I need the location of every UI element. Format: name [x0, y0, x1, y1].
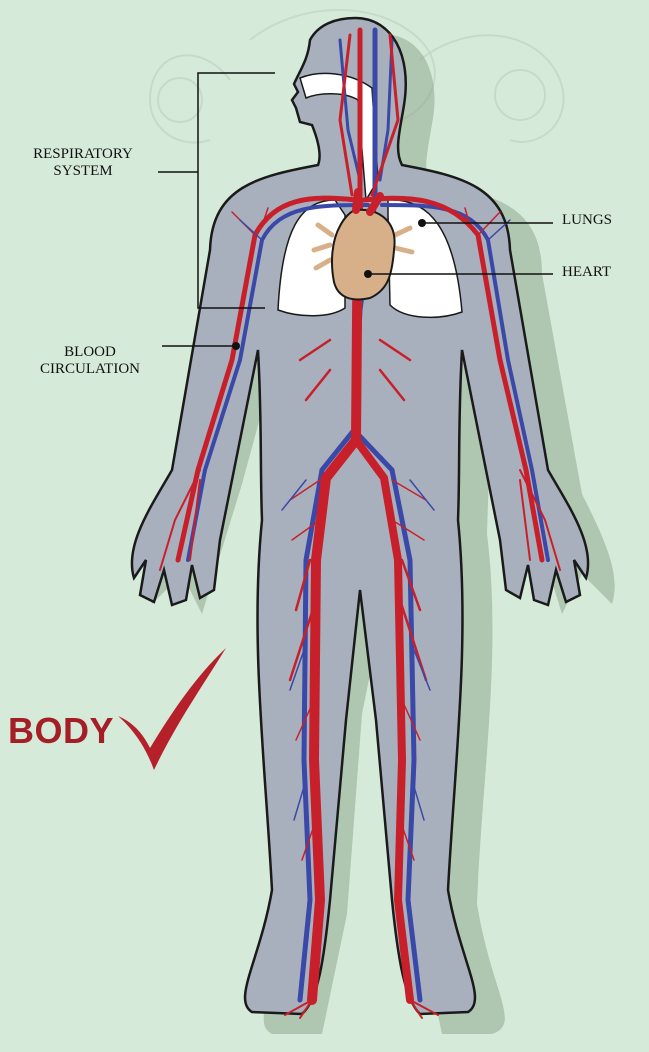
blood-label-line2: CIRCULATION — [20, 361, 160, 378]
lungs-label: LUNGS — [562, 212, 612, 229]
body-watermark: BODY — [8, 710, 114, 752]
checkmark-icon — [118, 648, 226, 770]
blood-circulation-label: BLOOD CIRCULATION — [20, 344, 160, 378]
heart-dot — [364, 270, 372, 278]
respiratory-label-line2: SYSTEM — [8, 163, 158, 180]
respiratory-system-label: RESPIRATORY SYSTEM — [8, 146, 158, 180]
lungs-dot — [418, 219, 426, 227]
heart-label: HEART — [562, 264, 611, 281]
blood-dot — [232, 342, 240, 350]
blood-label-line1: BLOOD — [20, 344, 160, 361]
respiratory-label-line1: RESPIRATORY — [8, 146, 158, 163]
